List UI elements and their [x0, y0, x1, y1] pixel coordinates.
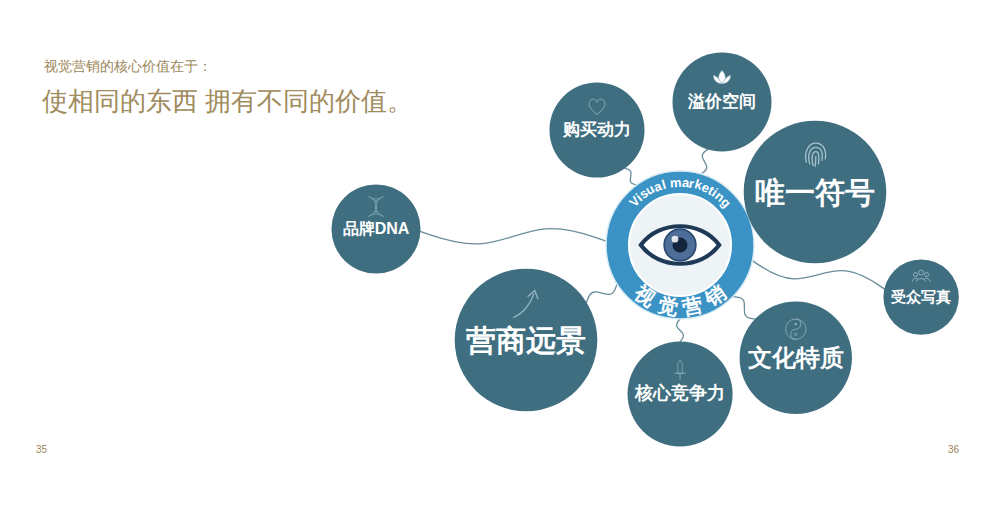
title: 视觉营销的核心价值在于：: [44, 58, 212, 76]
hub-circle: Visual marketing视觉营销: [605, 170, 755, 320]
topic-circle: 溢价空间: [672, 52, 772, 152]
topic-circle: 品牌DNA: [331, 184, 421, 274]
text-holder: 唯一符号: [743, 120, 887, 264]
text-holder: 品牌DNA: [331, 184, 421, 274]
text-holder: 购买动力: [549, 82, 645, 178]
topic-icon: [513, 290, 538, 317]
subtitle: 使相同的东西 拥有不同的价值。: [42, 84, 413, 119]
connector-line: [701, 149, 708, 174]
topic-icon: [786, 319, 806, 339]
text-holder: 受众写真: [883, 259, 959, 335]
page-number: 36: [948, 444, 959, 455]
hub-label: 视觉营销: [605, 170, 755, 320]
connector-line: [625, 168, 637, 185]
node-label: 受众写真: [891, 289, 951, 306]
circle-fill: [673, 53, 772, 152]
eye-illustration: [641, 226, 719, 264]
circle-fill: [744, 121, 887, 264]
node-label: 核心竞争力: [635, 384, 725, 404]
connector-line: [733, 297, 756, 319]
node-label: 文化特质: [748, 345, 844, 371]
topic-icon: [368, 197, 383, 217]
node-label: 唯一符号: [755, 176, 875, 209]
text-holder: 营商远景: [454, 268, 598, 412]
topic-circle: 受众写真: [883, 259, 959, 335]
node-label: 购买动力: [563, 121, 631, 140]
arc-caption: Visual marketing: [605, 170, 755, 320]
text-holder: 核心竞争力: [627, 341, 733, 447]
inner-disc: [629, 194, 731, 296]
node-label: 品牌DNA: [343, 220, 410, 238]
circle-fill: [455, 269, 598, 412]
topic-icon: [912, 270, 930, 281]
topic-circle: 核心竞争力: [627, 341, 733, 447]
arc-glyph: 销: [701, 282, 729, 310]
node-label: 溢价空间: [688, 93, 756, 112]
arc-glyph: 觉: [656, 294, 680, 318]
topic-circle: 营商远景: [454, 268, 598, 412]
topic-circle: 购买动力: [549, 82, 645, 178]
connector-line: [586, 284, 617, 303]
page-number: 35: [36, 444, 47, 455]
connector-line: [677, 319, 684, 342]
topic-icon: [589, 99, 605, 114]
topic-icon: [714, 70, 731, 83]
circle-fill: [549, 82, 644, 177]
ring-fill: [606, 171, 754, 319]
node-label: 营商远景: [466, 324, 586, 357]
topic-circle: 文化特质: [739, 301, 853, 415]
connector-line: [420, 229, 606, 244]
topic-circle: 唯一符号: [743, 120, 887, 264]
connector-line: [752, 261, 884, 290]
text-holder: 溢价空间: [672, 52, 772, 152]
arc-glyph: m: [669, 175, 681, 189]
arc-glyph: 视: [631, 282, 659, 310]
circle-fill: [627, 341, 732, 446]
hub-ring: [605, 170, 755, 320]
topic-icon: [806, 143, 826, 167]
circle-fill: [331, 184, 420, 273]
arc-glyph: 营: [681, 294, 705, 318]
text-holder: 文化特质: [739, 301, 853, 415]
circle-fill: [740, 302, 852, 414]
circle-fill: [883, 259, 958, 334]
topic-icon: [674, 360, 685, 380]
